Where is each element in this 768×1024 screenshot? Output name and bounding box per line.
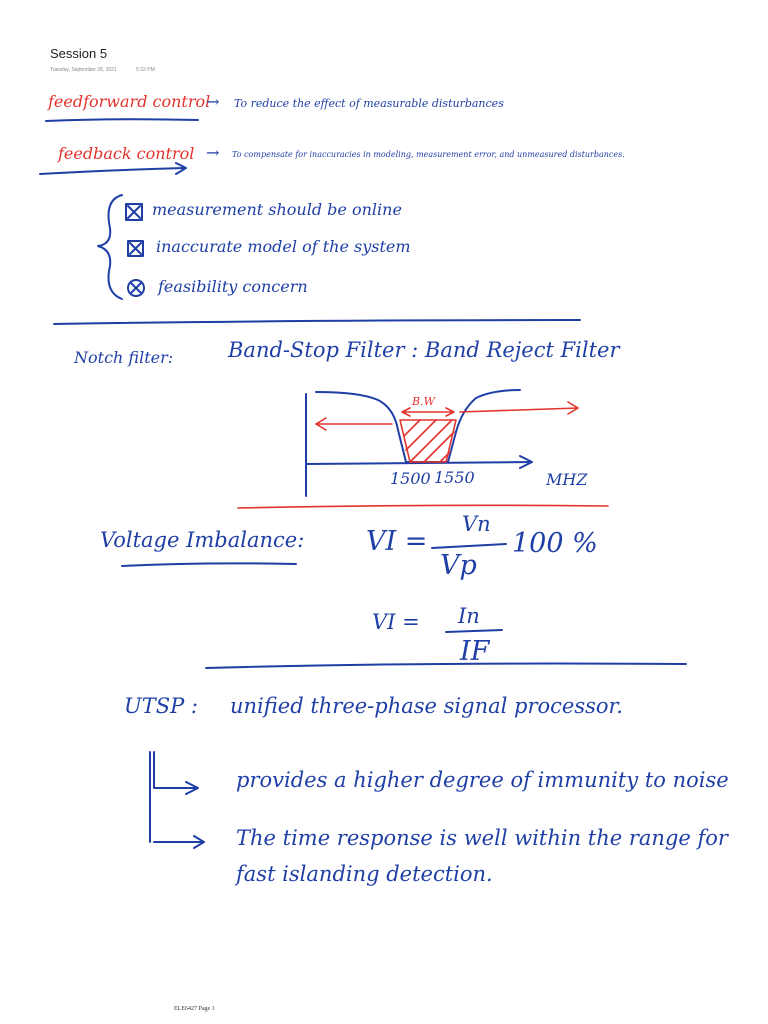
utsp-abbreviation: UTSP : — [124, 694, 198, 718]
vi-underline — [121, 562, 297, 567]
notch-title: Notch filter: — [74, 348, 174, 367]
feedback-underline-arrow — [39, 162, 187, 175]
vi-eq2-denominator: IF — [460, 636, 490, 667]
feedback-definition: To compensate for inaccuracies in modeli… — [232, 150, 625, 159]
vi-eq1-lhs: VI = — [366, 526, 428, 557]
page-footer: ELE6427 Page 1 — [174, 1006, 215, 1012]
drawback-item-2: inaccurate model of the system — [156, 237, 411, 256]
drawback-item-3: feasibility concern — [158, 277, 308, 296]
checkbox-3 — [127, 279, 145, 297]
vi-eq2-numerator: In — [458, 604, 480, 628]
stopband-hatch — [403, 419, 455, 463]
feedforward-term: feedforward control — [48, 92, 211, 111]
vi-fraction-bar-2 — [445, 629, 503, 633]
feedforward-arrow: → — [206, 92, 220, 111]
feedforward-definition: To reduce the effect of measurable distu… — [234, 97, 504, 110]
utsp-point-1: provides a higher degree of immunity to … — [236, 768, 729, 792]
drawbacks-brace — [97, 194, 123, 300]
checkbox-1 — [125, 203, 143, 221]
utsp-point-2-continuation: fast islanding detection. — [236, 862, 493, 886]
vi-eq1-factor: 100 % — [512, 528, 598, 559]
feedback-term: feedback control — [58, 144, 195, 163]
utsp-expansion: unified three-phase signal processor. — [230, 694, 623, 718]
drawback-item-1: measurement should be online — [152, 200, 402, 219]
stopband-region — [399, 419, 457, 463]
vi-label: Voltage Imbalance: — [100, 528, 305, 552]
vi-eq2-lhs: VI = — [372, 610, 420, 634]
tick-label-high: 1550 — [434, 468, 475, 487]
vi-eq1-numerator: Vn — [462, 512, 491, 536]
notch-subtitle: Band-Stop Filter : Band Reject Filter — [228, 338, 620, 362]
separator-1 — [53, 319, 581, 325]
feedback-arrow: → — [206, 143, 220, 162]
separator-red — [237, 504, 609, 509]
axis-unit-label: MHZ — [546, 470, 588, 489]
page-time: 5:32 PM — [136, 67, 155, 73]
feedforward-underline — [45, 118, 199, 122]
vi-eq1-denominator: Vp — [440, 550, 477, 581]
bandwidth-arrow — [401, 407, 455, 417]
utsp-tree-arrows — [149, 751, 205, 849]
tick-label-low: 1500 — [390, 469, 431, 488]
bandwidth-label: B.W — [412, 395, 435, 408]
checkbox-2 — [127, 240, 144, 257]
separator-2 — [205, 662, 687, 669]
page-title: Session 5 — [50, 46, 108, 61]
passband-arrow-left — [315, 417, 393, 431]
passband-arrow-right — [459, 401, 579, 415]
utsp-point-2: The time response is well within the ran… — [236, 826, 728, 850]
page-date: Tuesday, September 28, 2021 — [50, 67, 117, 73]
page-timestamp: Tuesday, September 28, 2021 5:32 PM — [50, 67, 155, 73]
vi-fraction-bar-1 — [431, 543, 507, 549]
